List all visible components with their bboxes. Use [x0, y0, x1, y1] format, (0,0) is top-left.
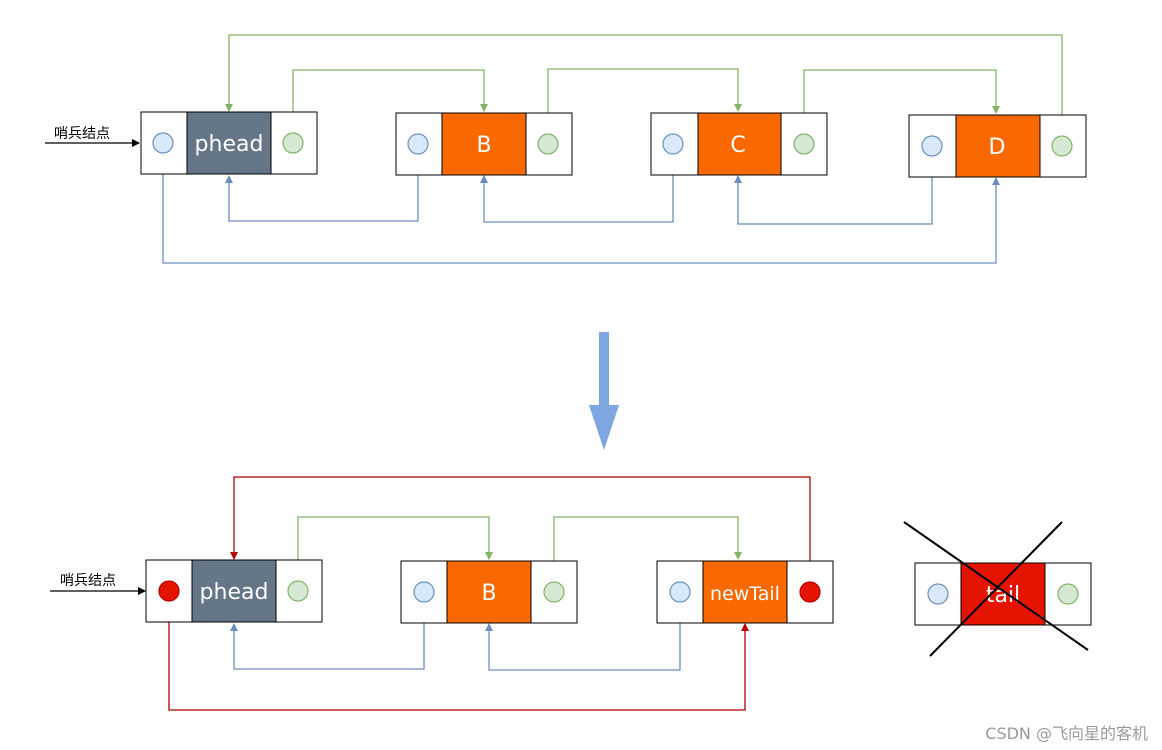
- node-label: tail: [986, 583, 1020, 608]
- prev-pointer-icon: [927, 583, 949, 605]
- bottom-next-link-b-newtail: [553, 516, 742, 583]
- next-pointer-icon: [543, 581, 565, 603]
- data-cell: [702, 560, 788, 624]
- data-cell: [697, 112, 782, 176]
- next-pointer-icon: [282, 132, 304, 154]
- top-next-link-b-c: [547, 68, 742, 135]
- top-next-link-phead-b: [292, 69, 488, 135]
- top-node-b: B: [395, 112, 573, 176]
- bottom-list: 哨兵结点 phead B newTail: [50, 476, 1092, 711]
- node-label: C: [730, 133, 745, 158]
- prev-pointer-red-icon: [158, 580, 180, 602]
- prev-pointer-icon: [662, 133, 684, 155]
- prev-pointer-icon: [407, 133, 429, 155]
- data-cell: [955, 114, 1041, 178]
- top-sentinel-label: 哨兵结点: [54, 126, 110, 142]
- bottom-next-link-newtail-phead: [230, 476, 811, 583]
- node-label: newTail: [710, 583, 780, 605]
- top-next-link-d-phead: [225, 34, 1063, 136]
- next-pointer-red-icon: [799, 581, 821, 603]
- bottom-prev-link-phead-newtail: [168, 602, 749, 711]
- bottom-sentinel-label: 哨兵结点: [60, 573, 116, 589]
- next-pointer-icon: [1057, 583, 1079, 605]
- data-cell: [441, 112, 527, 176]
- node-label: phead: [200, 580, 269, 605]
- top-node-phead: phead: [140, 111, 318, 175]
- top-links: [162, 34, 1063, 264]
- data-cell: [446, 560, 532, 624]
- transition-down-arrow-icon: [589, 332, 619, 450]
- bottom-node-b: B: [400, 560, 578, 624]
- prev-pointer-icon: [152, 132, 174, 154]
- bottom-node-newtail: newTail: [656, 560, 834, 624]
- top-node-c: C: [650, 112, 828, 176]
- prev-pointer-icon: [921, 135, 943, 157]
- bottom-prev-link-newtail-b: [485, 602, 681, 671]
- node-label: D: [989, 135, 1006, 160]
- bottom-links: [168, 476, 811, 711]
- next-pointer-icon: [287, 580, 309, 602]
- next-pointer-icon: [537, 133, 559, 155]
- node-label: phead: [195, 132, 264, 157]
- prev-pointer-icon: [669, 581, 691, 603]
- prev-pointer-icon: [413, 581, 435, 603]
- delete-cross-icon: [903, 521, 1089, 657]
- data-cell: [191, 559, 277, 623]
- top-prev-link-d-c: [734, 156, 933, 225]
- top-prev-link-phead-d: [162, 154, 1000, 264]
- top-next-link-c-d: [803, 69, 1000, 135]
- top-prev-link-b-phead: [225, 155, 419, 222]
- node-label: B: [481, 581, 496, 606]
- data-cell: [186, 111, 272, 175]
- top-node-d: D: [908, 114, 1087, 178]
- next-cell: [270, 111, 318, 175]
- node-label: B: [476, 133, 491, 158]
- removed-node-tail: tail: [903, 521, 1092, 657]
- next-pointer-icon: [1051, 135, 1073, 157]
- top-prev-link-c-b: [480, 155, 674, 223]
- next-pointer-icon: [793, 133, 815, 155]
- data-cell: [960, 562, 1046, 626]
- top-list: 哨兵结点 phead B C: [45, 34, 1087, 264]
- bottom-prev-link-b-phead: [230, 602, 425, 670]
- watermark: CSDN @飞向星的客机: [985, 724, 1148, 743]
- bottom-node-phead: phead: [145, 559, 323, 623]
- bottom-next-link-phead-b: [297, 516, 493, 583]
